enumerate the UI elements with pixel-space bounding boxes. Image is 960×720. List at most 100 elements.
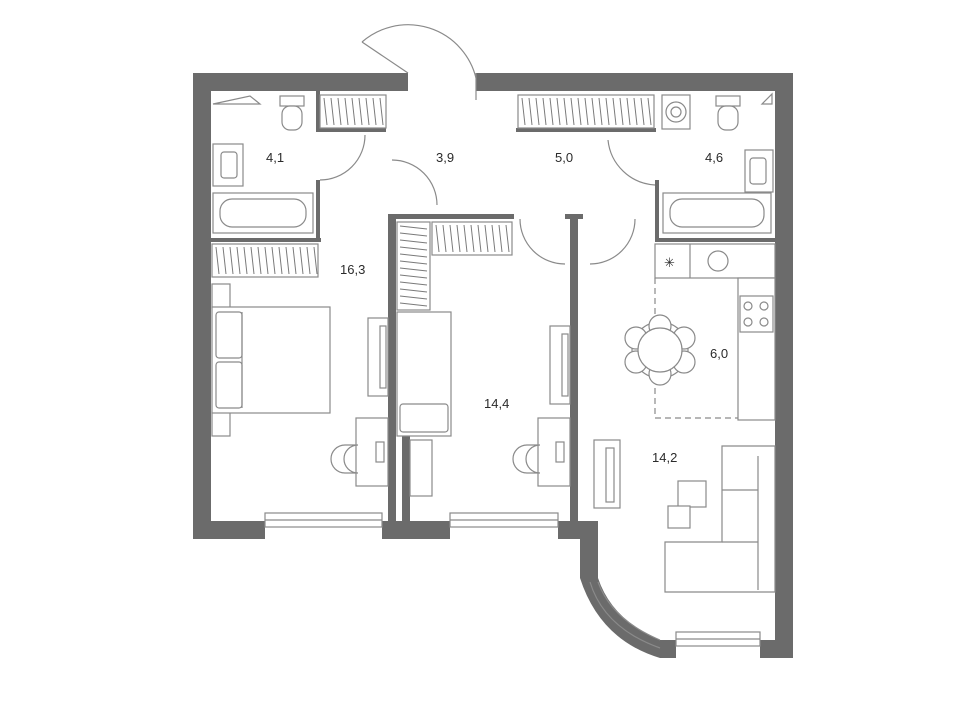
closet-hatch <box>542 97 547 126</box>
closet-hatch <box>477 224 482 253</box>
door-living <box>589 218 636 265</box>
washer-icon <box>707 250 729 272</box>
closet-hatch <box>619 97 624 126</box>
closet-hatch <box>229 246 234 275</box>
closet-hatch <box>399 232 428 237</box>
nightstand-bottom <box>211 411 231 437</box>
closet-hatch <box>470 224 475 253</box>
closet-hatch <box>399 260 428 265</box>
windows <box>264 512 761 649</box>
area-label-bathroom-1: 4,1 <box>266 150 284 165</box>
wall-partition-1 <box>388 214 396 534</box>
closet-hatch <box>535 97 540 126</box>
closet-hatch <box>264 246 269 275</box>
closet-hatch <box>250 246 255 275</box>
wall-top-left <box>193 73 408 91</box>
closet-hatch <box>598 97 603 126</box>
wall-bath1-closet <box>316 91 320 131</box>
closet-hatch <box>399 253 428 258</box>
kitchen-zone-boundary <box>654 278 738 419</box>
closet-hatch <box>528 97 533 126</box>
closet-hatch <box>299 246 304 275</box>
stove <box>739 295 774 333</box>
closet-hatch <box>449 224 454 253</box>
closet-hatch <box>570 97 575 126</box>
closet-hatch <box>372 97 377 126</box>
closet-hatch <box>330 97 335 126</box>
children-room-furniture <box>396 311 571 497</box>
toilet-1 <box>279 95 305 107</box>
entrance-door-leaf <box>361 41 409 74</box>
wall-right <box>775 73 793 658</box>
closet-hatch <box>344 97 349 126</box>
pillow-children <box>399 403 449 433</box>
closet-hatch <box>463 224 468 253</box>
wall-bath1-top <box>316 128 386 132</box>
boiler-icon <box>665 101 687 123</box>
closet-hatch <box>399 295 428 300</box>
nightstand-top <box>211 283 231 309</box>
wall-bath1-bottom <box>211 238 321 242</box>
kitchen-living-furniture: ✳ <box>593 243 776 593</box>
closet-hatch <box>222 246 227 275</box>
wall-bath2-left <box>655 180 659 242</box>
closet-hatch <box>577 97 582 126</box>
closet-hatch <box>243 246 248 275</box>
closet-hatch <box>292 246 297 275</box>
kitchen-counter-top <box>654 243 776 279</box>
closet-hatch <box>563 97 568 126</box>
closet-hatch <box>399 281 428 286</box>
area-label-hallway: 3,9 <box>436 150 454 165</box>
closet-hatch <box>399 288 428 293</box>
wall-bath2-bottom <box>655 238 775 242</box>
pouf <box>667 505 691 529</box>
desk-children <box>537 417 571 487</box>
closet-hatch <box>365 97 370 126</box>
closet-hatch <box>278 246 283 275</box>
closet-hatch <box>399 246 428 251</box>
closet-hatch <box>215 246 220 275</box>
lamp-children <box>555 441 565 463</box>
closet-hatch <box>399 267 428 272</box>
closets <box>211 94 655 311</box>
wall-children-top-2 <box>565 214 583 219</box>
star-icon: ✳ <box>664 255 675 270</box>
entrance-door-swing <box>361 24 477 79</box>
closet-hatch <box>351 97 356 126</box>
closet-hatch <box>633 97 638 126</box>
closet-hatch <box>313 246 318 275</box>
closet-hatch <box>456 224 461 253</box>
closet-hatch <box>358 97 363 126</box>
wall-corridor-closet <box>516 128 656 132</box>
closet-hatch <box>399 274 428 279</box>
door-bath2 <box>607 139 656 186</box>
closet-hatch <box>521 97 526 126</box>
area-label-bathroom-2: 4,6 <box>705 150 723 165</box>
area-labels: 4,1 3,9 5,0 4,6 16,3 6,0 14,4 14,2 <box>266 150 728 465</box>
area-label-kitchen: 6,0 <box>710 346 728 361</box>
door-bedroom <box>391 159 438 206</box>
shelf-children <box>409 439 433 497</box>
door-bath1 <box>319 134 366 181</box>
wall-partition-1b <box>402 432 410 532</box>
closet-hatch <box>505 224 510 253</box>
pillow-1 <box>215 311 243 359</box>
closet-hatch <box>435 224 440 253</box>
closet-hatch <box>323 97 328 126</box>
chair-children <box>512 444 541 474</box>
closet-hatch <box>399 239 428 244</box>
closet-hatch <box>236 246 241 275</box>
closet-hatch <box>549 97 554 126</box>
wall-children-top <box>396 214 514 219</box>
closet-hatch <box>498 224 503 253</box>
wall-partition-2 <box>570 214 578 534</box>
pillow-2 <box>215 361 243 409</box>
area-label-living-room: 14,2 <box>652 450 677 465</box>
wall-top-right <box>476 73 793 91</box>
wall-bottom-right <box>760 640 793 658</box>
bathroom-1-fixtures <box>212 95 314 234</box>
area-label-corridor: 5,0 <box>555 150 573 165</box>
closet-hatch <box>640 97 645 126</box>
closet-hatch <box>612 97 617 126</box>
